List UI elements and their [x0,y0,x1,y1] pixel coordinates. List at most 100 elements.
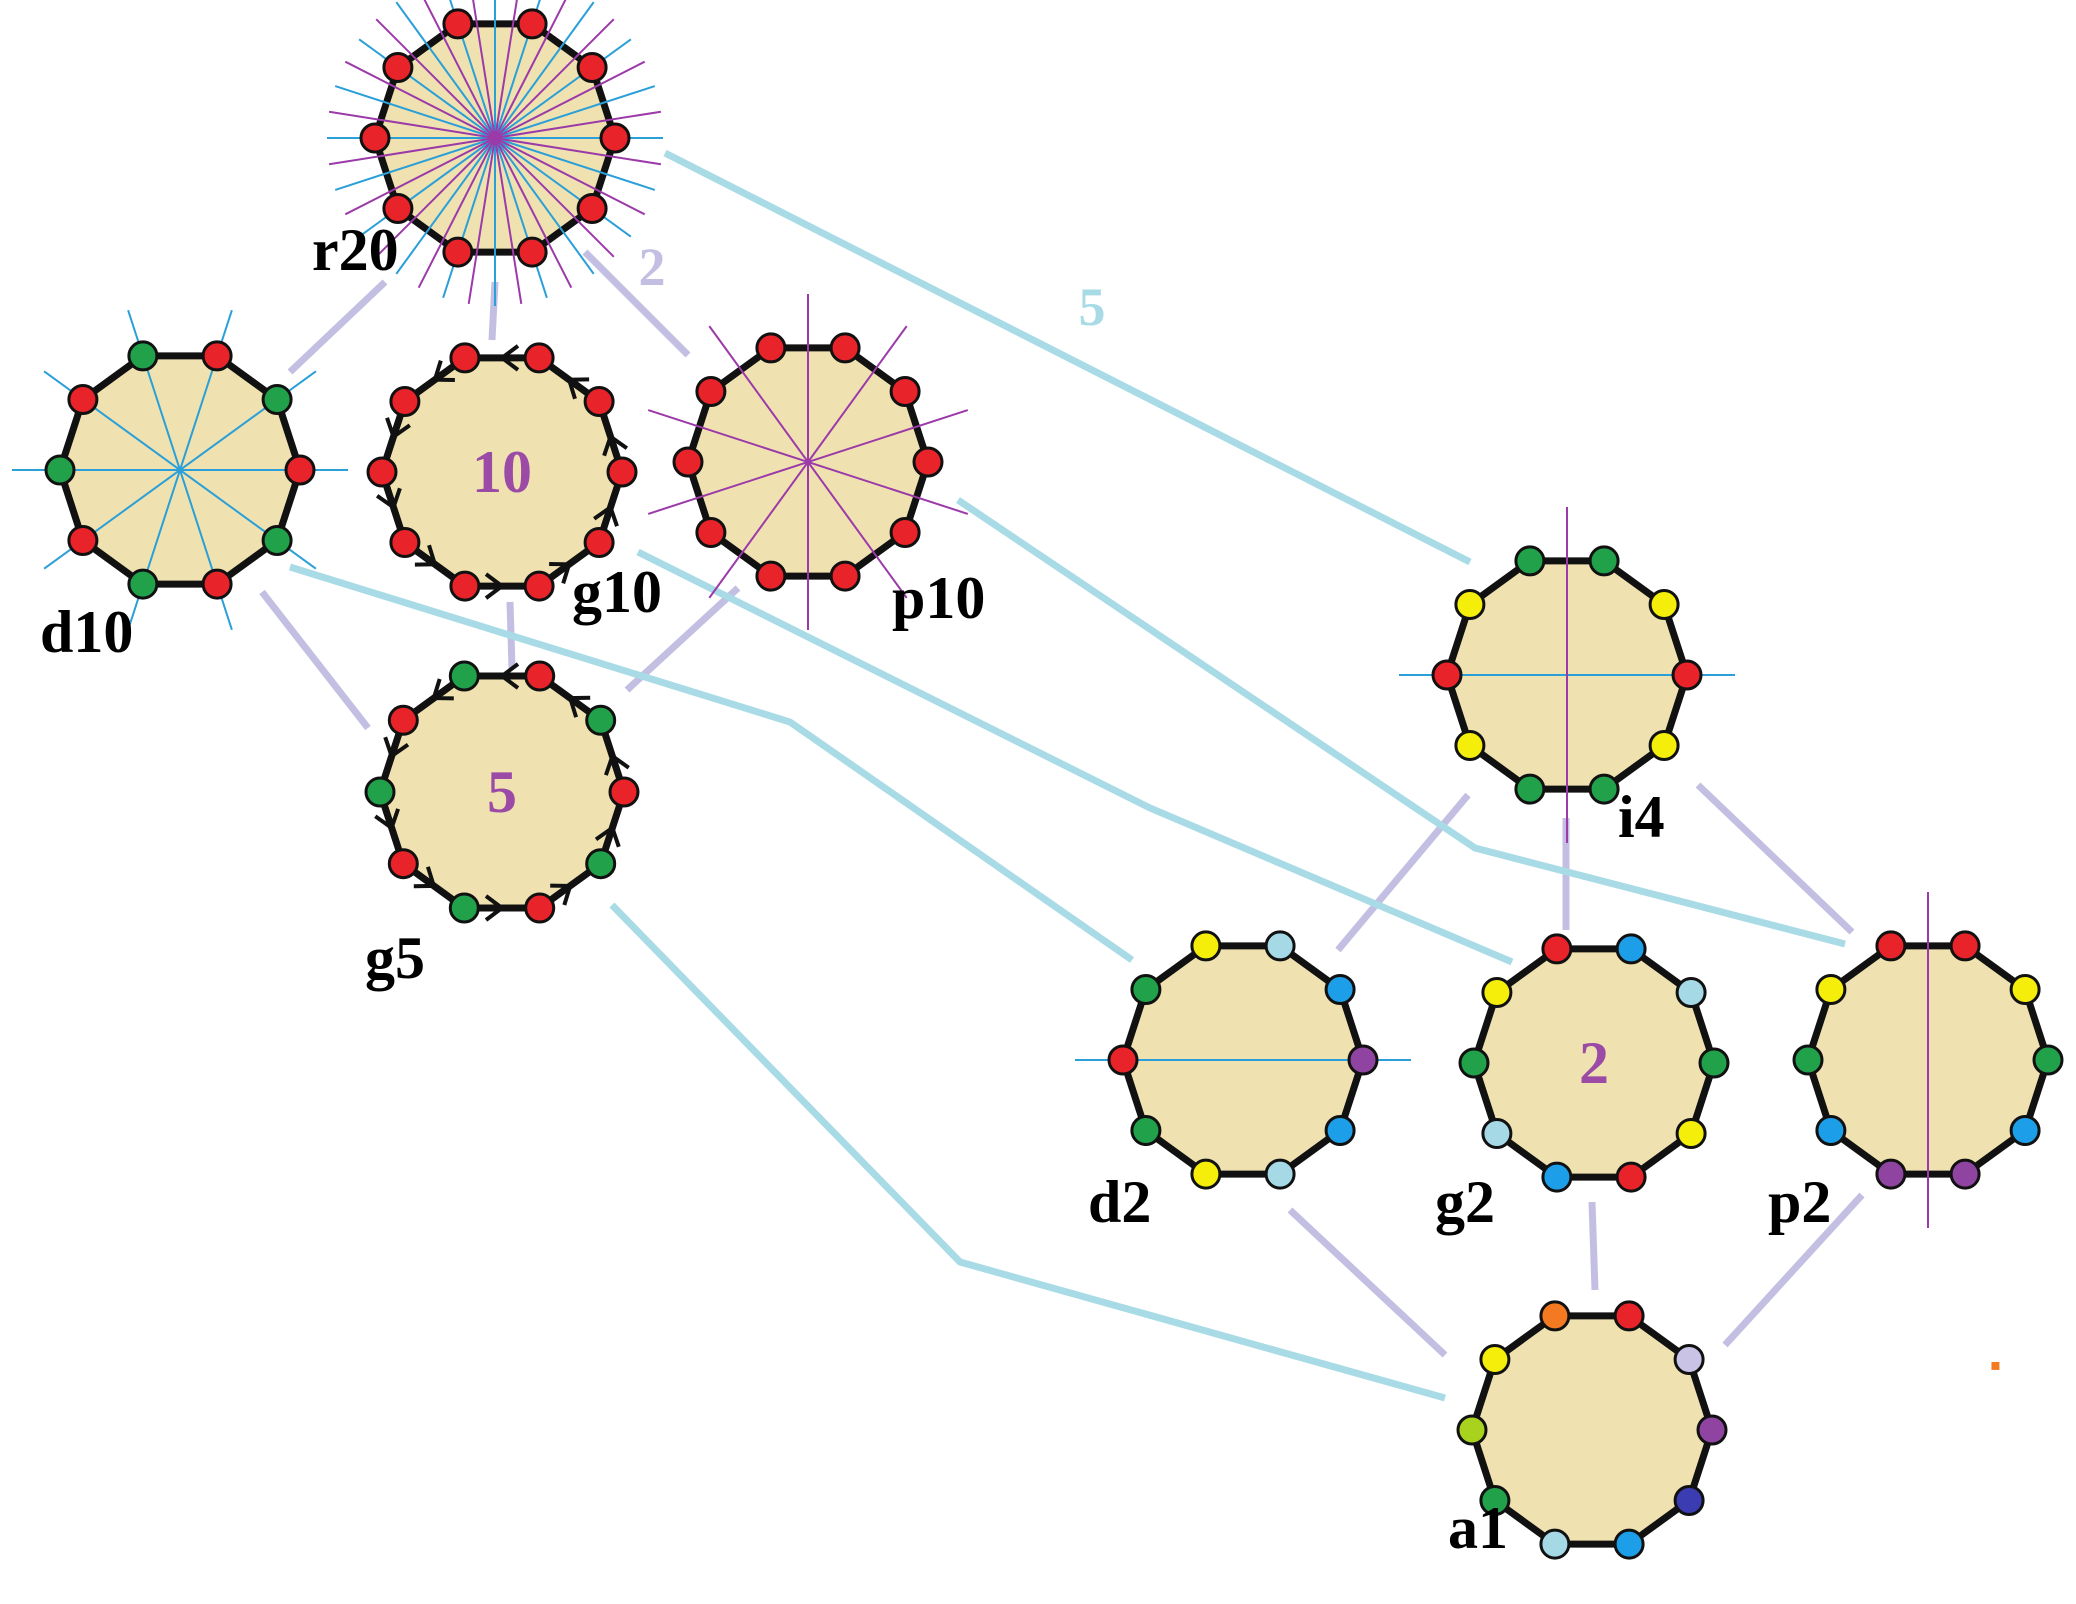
node-label-d2: d2 [1088,1169,1151,1235]
vertex-dot [449,342,481,374]
edge-g5-a1 [609,902,1446,1402]
node-d10: d10 [12,309,348,665]
rotation-arrow-icon [375,487,402,511]
vertex-dot [576,52,608,83]
rotation-arrow-icon [413,866,437,889]
vertex-dot [524,660,556,692]
vertex-dot [585,704,617,736]
vertex-dot [359,122,391,154]
vertex-dot [755,332,787,364]
vertex-dot [382,193,414,224]
vertex-dot [261,384,293,415]
edge-p2-a1 [1722,1192,1865,1348]
vertex-dot [2009,1115,2041,1146]
vertex-dot [672,446,704,478]
vertex-dot [1454,730,1486,761]
edge-r20-p10 [582,249,691,358]
rotation-arrow-icon [431,678,454,701]
node-p10: p10 [647,294,985,631]
rotation-arrow-icon [385,417,411,440]
vertex-dot [448,892,480,924]
vertex-dot [1190,1158,1222,1190]
vertex-dot [382,52,414,83]
vertex-dot [583,386,615,417]
vertex-dot [442,236,474,268]
vertex-dot [1264,930,1296,962]
vertex-dot [1130,974,1162,1005]
edge-label-2: 2 [639,237,666,297]
vertex-dot [523,570,555,602]
vertex-dot [1479,1485,1511,1516]
vertex-dot [695,376,727,407]
rotation-arrow-icon [550,883,573,906]
vertex-dot [829,332,861,364]
vertex-dot [448,660,480,692]
node-label-r20: r20 [312,217,399,283]
rotation-arrow-icon [567,695,591,718]
vertex-dot [585,848,617,880]
node-label-a1: a1 [1448,1495,1508,1561]
vertex-dot [1673,1344,1705,1375]
node-number-g5: 5 [487,759,517,825]
rotation-arrow-icon [374,808,400,832]
vertex-dot [608,776,640,808]
vertex-dot [1107,1044,1139,1076]
node-label-d10: d10 [40,599,133,665]
vertex-dot [516,236,548,268]
rotation-arrow-icon [602,433,629,457]
node-label-g5: g5 [365,925,425,991]
vertex-dot [366,456,398,488]
symmetry-axis-purple [328,110,662,166]
vertex-dot [1347,1044,1379,1076]
vertex-dot [449,570,481,602]
node-a1: a1 [1448,1300,1728,1561]
node-i4: i4 [1399,507,1735,850]
node-d2: d2 [1075,930,1411,1235]
vertex-dot [1815,1115,1847,1146]
vertex-dot [1875,1158,1907,1190]
vertex-dot [1673,1485,1705,1516]
node-label-i4: i4 [1618,784,1665,850]
vertex-dot [1675,977,1707,1008]
node-number-g2: 2 [1579,1030,1609,1096]
vertex-dot [1481,977,1513,1008]
vertex-dot [442,8,474,40]
rotation-arrow-icon [594,824,621,848]
vertex-dot [67,525,99,556]
vertex-dot [1541,933,1573,965]
edge-d2-a1 [1287,1207,1448,1358]
vertex-dot [523,342,555,374]
vertex-dot [829,560,861,592]
vertex-dot [889,376,921,407]
edge-r20-i4 [663,149,1472,566]
vertex-dot [1588,545,1620,577]
edge-p10-p2 [956,497,1846,948]
vertex-dot [1264,1158,1296,1190]
vertex-dot [583,527,615,558]
vertex-dot [576,193,608,224]
vertex-dot [1454,589,1486,620]
vertex-dot [389,386,421,417]
rotation-arrow-icon [432,360,455,382]
vertex-dot [1613,1528,1645,1560]
edge-d10-g5 [259,589,371,731]
vertex-dot [389,527,421,558]
vertex-dot [755,560,787,592]
vertex-dot [1615,933,1647,965]
vertex-dot [364,776,396,808]
vertex-dot [1615,1161,1647,1193]
vertex-dot [695,517,727,548]
vertex-dot [1675,1118,1707,1149]
vertex-dot [284,454,316,486]
vertex-dot [1130,1115,1162,1146]
vertex-dot [1949,1158,1981,1190]
rotation-arrow-icon [383,736,410,760]
vertex-dot [516,8,548,40]
rotation-arrow-icon [549,562,572,584]
vertex-dot [1949,930,1981,962]
vertex-dot [1648,730,1680,761]
vertex-dot [1456,1414,1488,1446]
vertex-dot [1324,1115,1356,1146]
vertex-dot [1539,1528,1571,1560]
